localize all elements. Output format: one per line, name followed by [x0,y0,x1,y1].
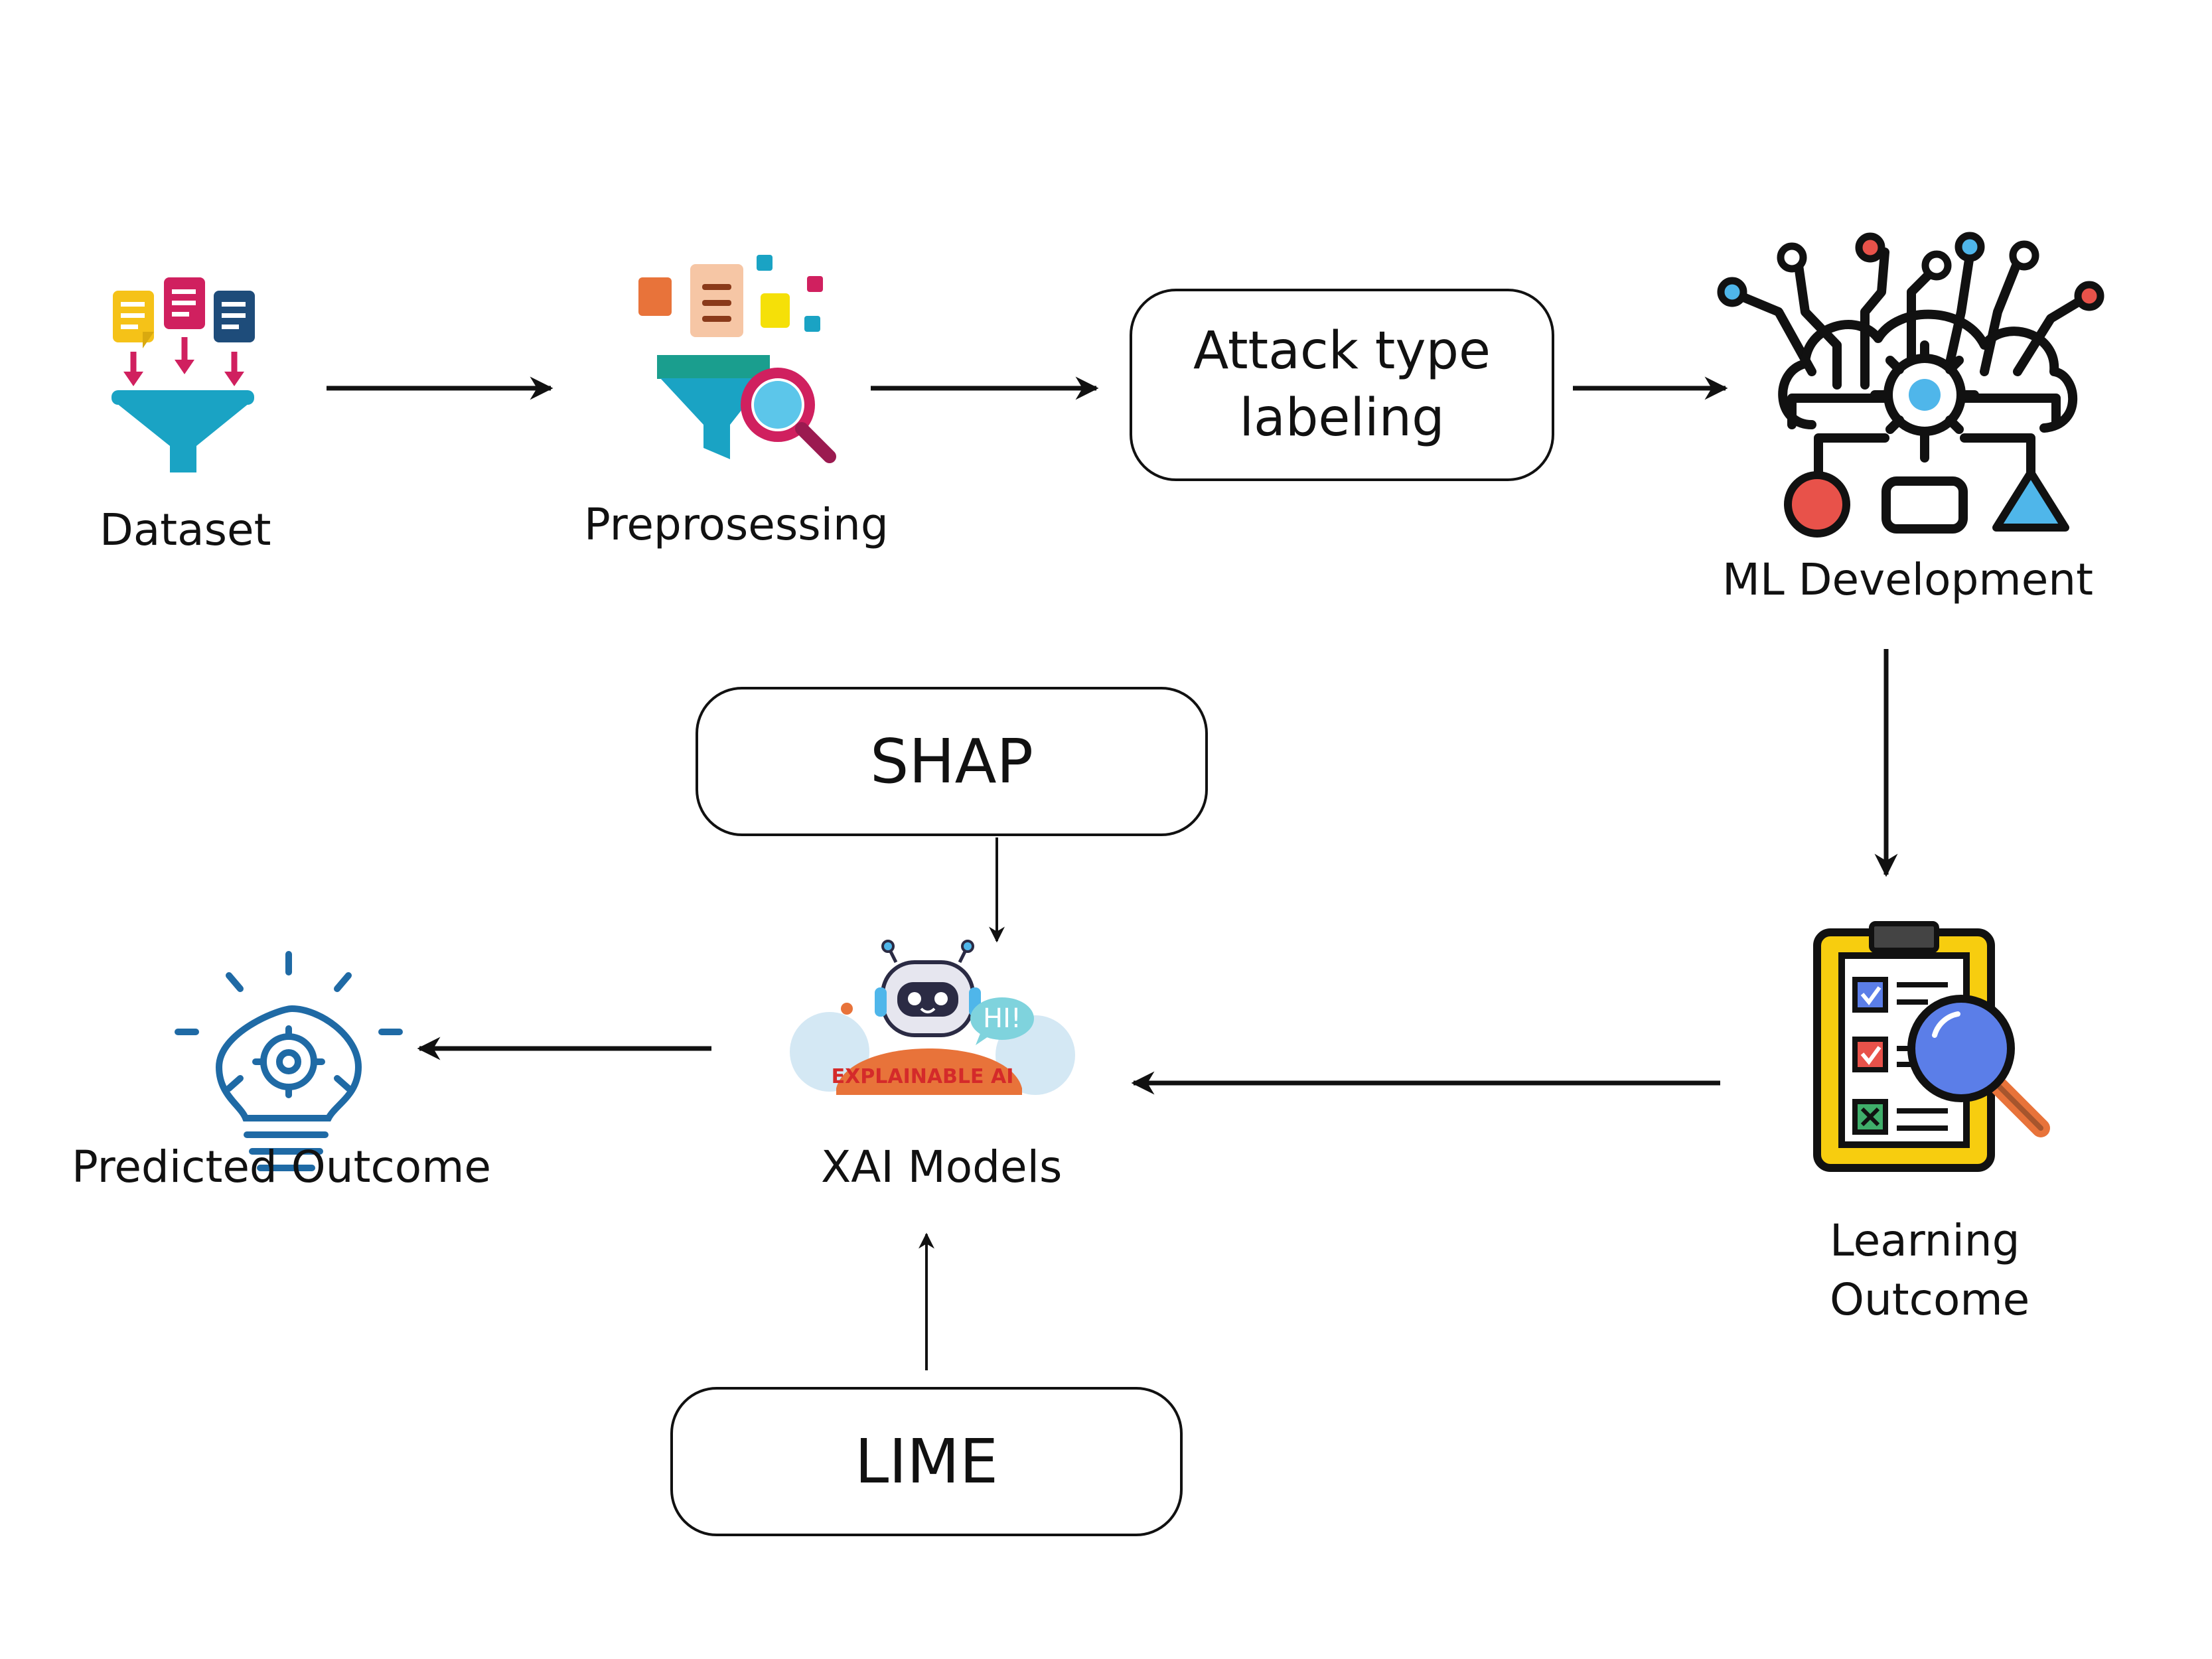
explainable-ai-robot-icon [790,940,1075,1095]
learning-outcome-line1: Learning [1830,1215,2020,1266]
speech-bubble-text: HI! [983,1003,1021,1034]
explainable-ai-badge: EXPLAINABLE AI [832,1065,1014,1088]
clipboard-checklist-magnifier-icon [1813,921,2050,1172]
lime-label: LIME [855,1426,998,1497]
lightbulb-gear-icon [175,951,403,1171]
ml-cloud-gear-network-icon [1734,248,2089,534]
learning-outcome-line2: Outcome [1830,1274,2030,1326]
dataset-label: Dataset [100,504,271,555]
xai-models-label: XAI Models [821,1141,1063,1192]
lime-box: LIME [670,1387,1183,1536]
ml-development-label: ML Development [1722,554,2094,605]
attack-type-labeling-box: Attack type labeling [1130,289,1554,481]
ml-network-nodes [1717,232,2104,538]
attack-type-labeling-line2: labeling [1239,388,1445,448]
preprocessing-filter-search-icon [638,255,836,463]
attack-type-labeling-line1: Attack type [1193,321,1491,381]
preprocessing-label: Preprosessing [584,499,889,550]
dataset-funnel-icon [111,277,255,472]
predicted-outcome-label: Predicted Outcome [72,1141,492,1192]
shap-label: SHAP [870,726,1033,797]
shap-box: SHAP [696,687,1208,836]
learning-outcome-label: Learning Outcome [1830,1211,2029,1329]
